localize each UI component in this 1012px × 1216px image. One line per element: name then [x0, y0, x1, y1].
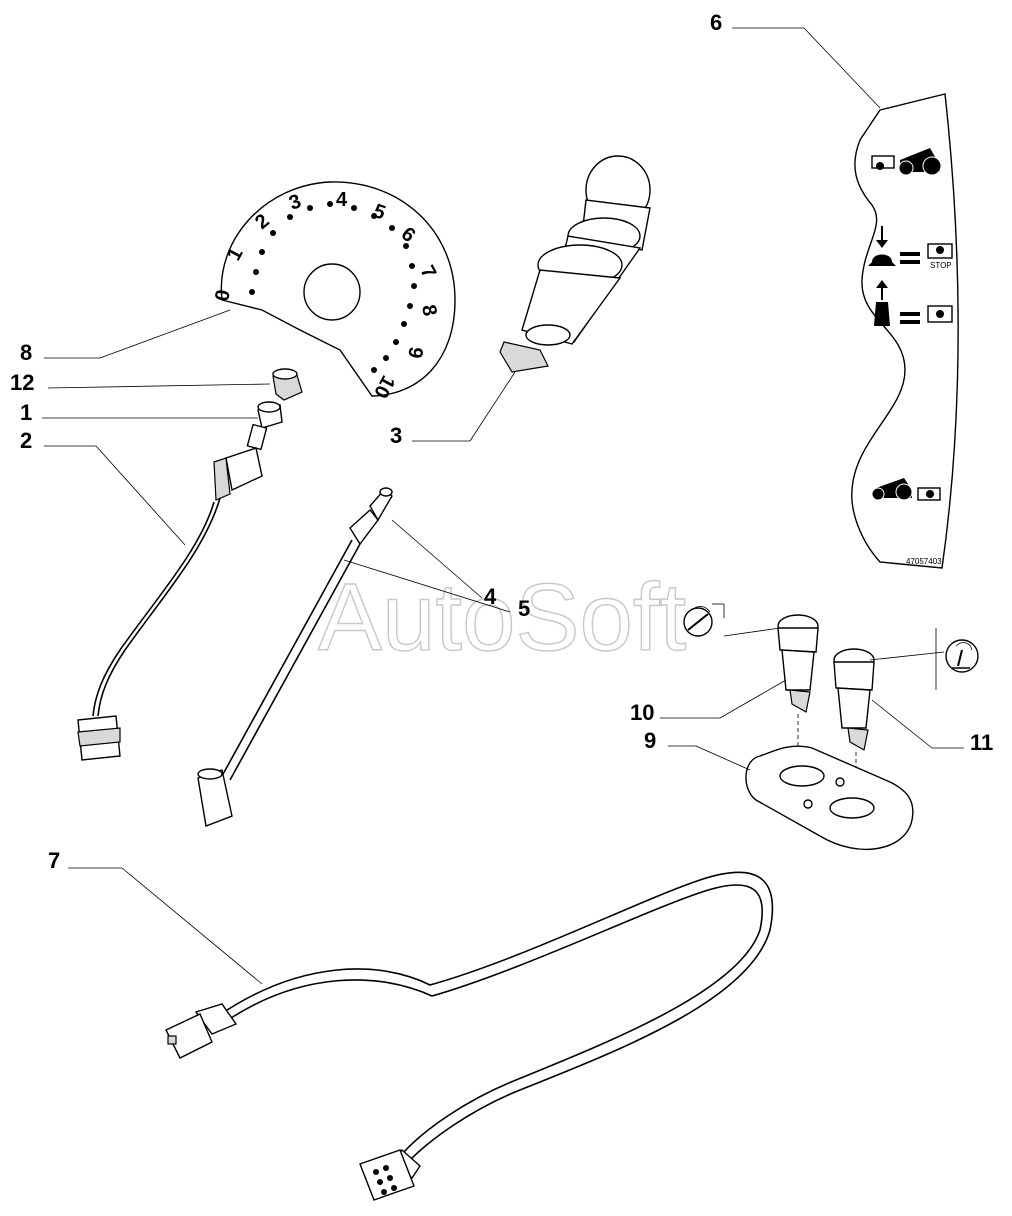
callout-12: 12	[10, 370, 271, 395]
part-10-switch	[777, 614, 819, 770]
dial-label-9: 9	[403, 345, 427, 360]
callout-5: 5	[343, 559, 530, 621]
part-3-joystick	[499, 155, 651, 373]
callout-8: 8	[20, 309, 231, 365]
callout-7: 7	[48, 848, 263, 985]
callout-10: 10	[630, 603, 787, 725]
dial-label-0: 0	[211, 288, 235, 303]
part-8-dial-plate: 0 1 2 3 4 5 6 7 8 9 10	[211, 181, 456, 402]
part-7-wiring-harness	[165, 871, 774, 1201]
switch-10-symbol-icon	[683, 606, 713, 637]
callout-label-4: 4	[484, 584, 497, 609]
callout-4: 4	[391, 519, 497, 609]
part-2-potentiometer	[77, 423, 268, 761]
watermark-text: AutoSoft	[318, 564, 686, 671]
callout-label-9: 9	[644, 728, 656, 753]
callout-label-2: 2	[20, 428, 32, 453]
dial-label-8: 8	[417, 303, 441, 318]
part-1-cap	[257, 401, 283, 429]
callout-label-3: 3	[390, 423, 402, 448]
callout-2: 2	[20, 428, 186, 546]
callout-label-6: 6	[710, 10, 722, 35]
decal-stop-text: STOP	[930, 261, 952, 270]
callout-3: 3	[390, 371, 516, 448]
switch-11-symbol-icon	[945, 639, 979, 673]
callout-label-8: 8	[20, 340, 32, 365]
callout-label-1: 1	[20, 400, 32, 425]
callout-label-10: 10	[630, 700, 654, 725]
part-6-control-decal: STOP 47057403	[851, 93, 959, 569]
callout-11: 11	[869, 628, 993, 755]
callout-9: 9	[644, 728, 751, 771]
callout-6: 6	[710, 10, 881, 109]
dial-label-4: 4	[336, 189, 348, 211]
callout-1: 1	[20, 400, 258, 425]
part-4-sensor-harness	[197, 487, 393, 827]
callout-label-11: 11	[970, 730, 993, 755]
part-11-switch	[833, 648, 875, 800]
decal-part-number: 47057403	[906, 557, 942, 566]
callout-label-7: 7	[48, 848, 60, 873]
part-12-knob	[272, 368, 303, 401]
callout-label-12: 12	[10, 370, 34, 395]
part-9-mounting-plate	[745, 745, 914, 851]
callout-label-5: 5	[518, 596, 530, 621]
